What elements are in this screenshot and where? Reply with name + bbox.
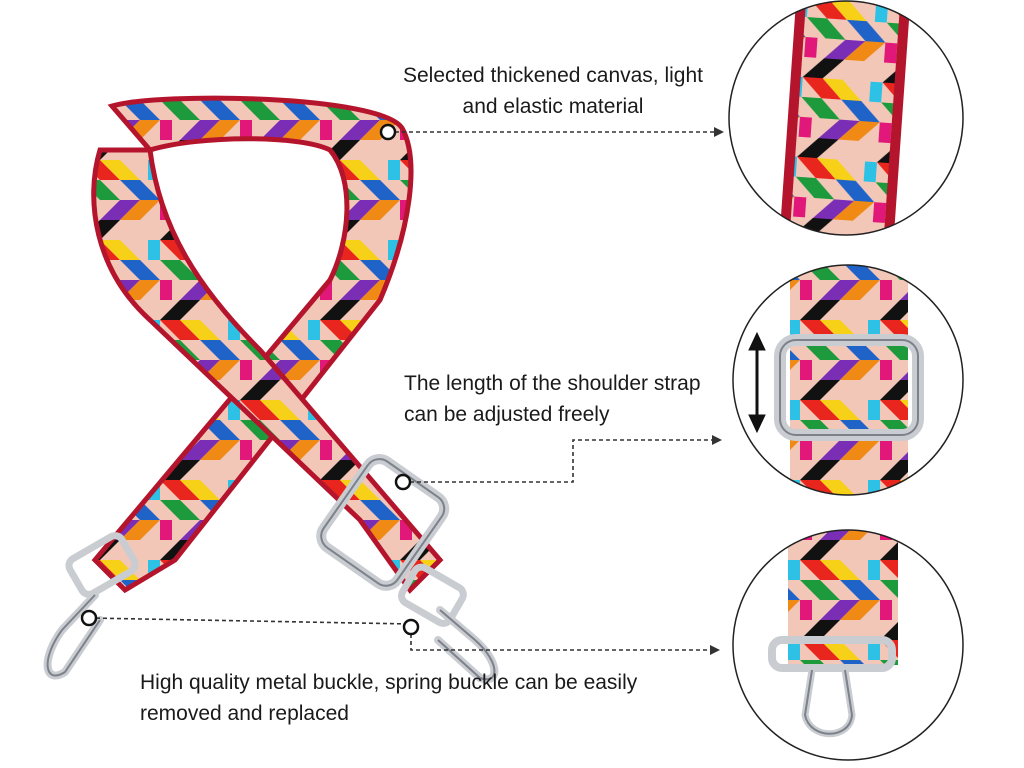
slider-buckle [316,454,450,591]
leader-line-buckle [410,627,718,651]
feature-caption-buckle: High quality metal buckle, spring buckle… [140,671,638,725]
leader-line-adjust [403,439,720,483]
arrow-icon [710,645,720,655]
strap-band-right [91,95,414,594]
double-arrow-icon [748,331,766,434]
swivel-hook-right [398,563,499,684]
detail-circle-material [728,0,964,236]
detail-circle-buckle [732,529,964,761]
arrow-icon [712,435,722,445]
callout-dot [80,609,98,627]
callout-dot [379,123,397,141]
callout-dot [402,618,420,636]
feature-caption-material: Selected thickened canvas, light and ela… [402,64,704,118]
swivel-hook-left [43,532,139,680]
leader-line-buckle-link [88,617,412,625]
feature-caption-adjust: The length of the shoulder strap can be … [404,372,701,426]
callout-dot [394,473,412,491]
shoulder-strap [91,95,444,594]
arrow-icon [714,127,724,137]
detail-circle-adjust [732,264,964,496]
leader-arrows [710,127,724,655]
leader-dots [80,123,420,636]
